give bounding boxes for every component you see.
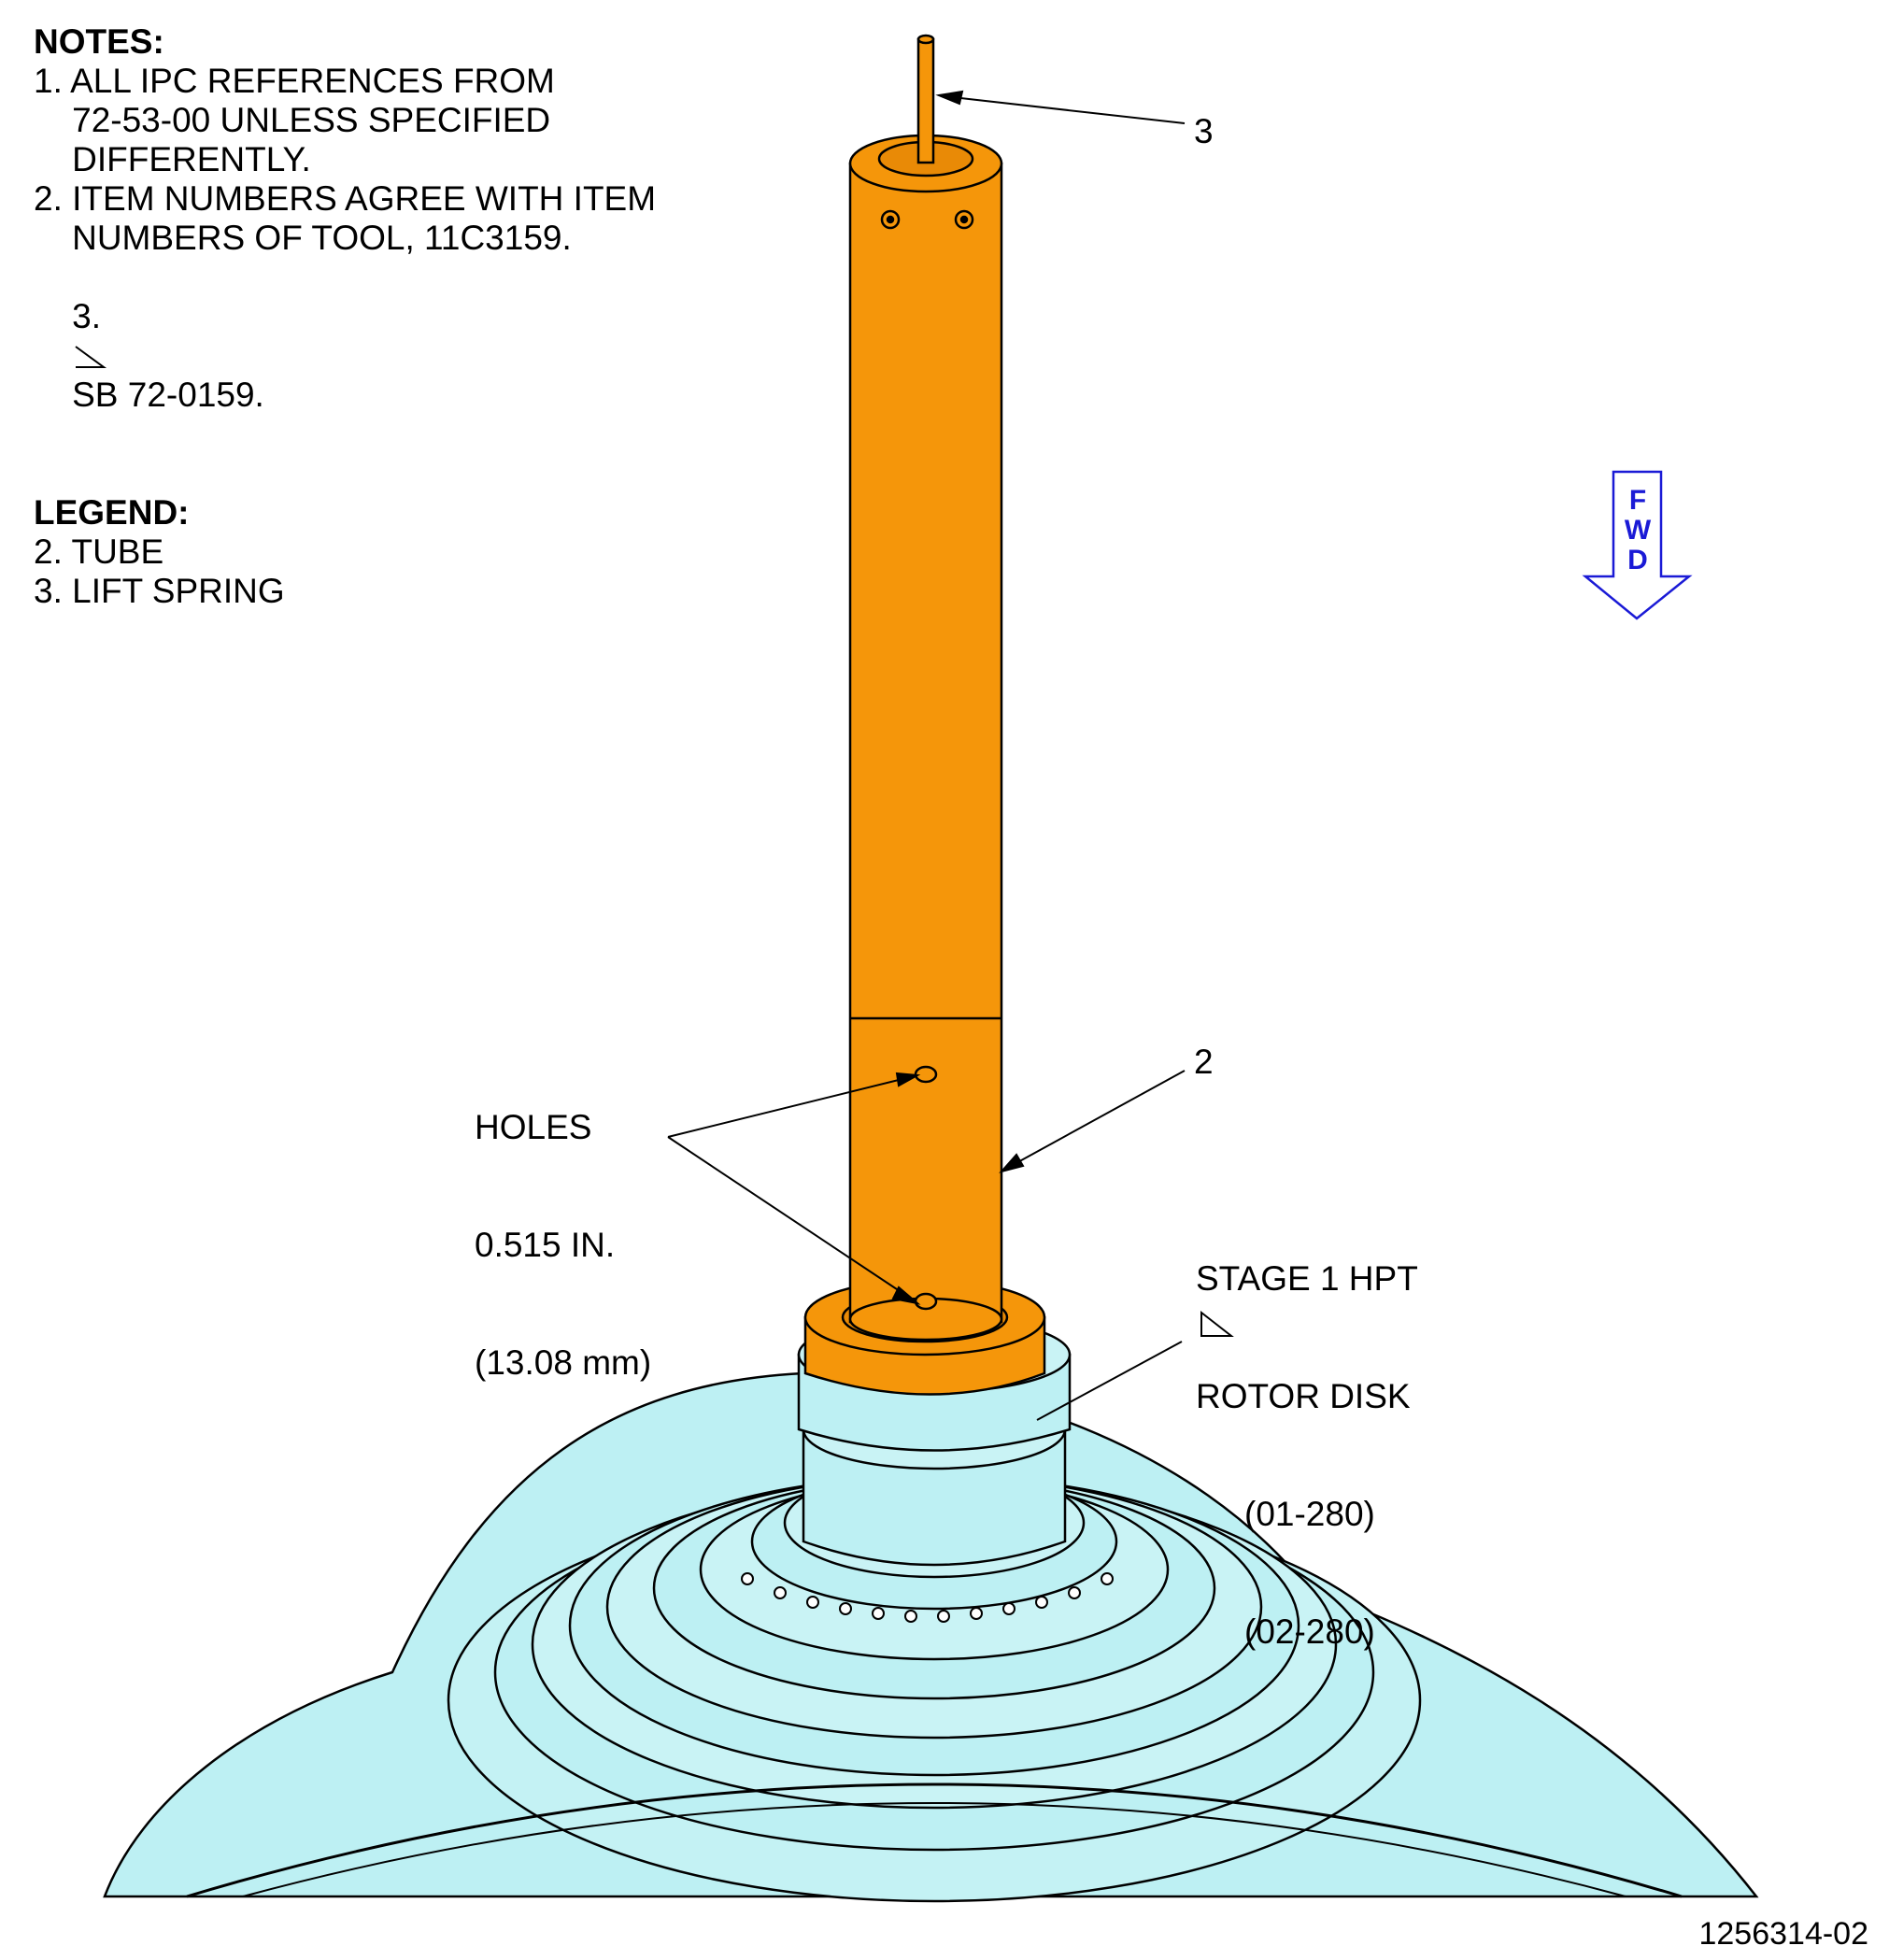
fwd-arrow-icon — [1582, 470, 1693, 620]
legend-item: 3. LIFT SPRING — [34, 572, 285, 610]
holes-label: HOLES — [475, 1108, 592, 1146]
tool-tube — [803, 134, 1046, 1396]
notes-block: NOTES: 1. ALL IPC REFERENCES FROM 72-53-… — [34, 22, 656, 611]
note-line: 72-53-00 UNLESS SPECIFIED — [34, 101, 551, 139]
disk-ref-2: (02-280) — [1244, 1612, 1375, 1651]
holes-size-in: 0.515 IN. — [475, 1226, 616, 1264]
disk-label-1: STAGE 1 HPT — [1196, 1259, 1418, 1298]
note-line-3: 3. SB 72-0159. — [34, 258, 656, 454]
note-line: NUMBERS OF TOOL, 11C3159. — [34, 219, 572, 257]
engine-assembly — [103, 1315, 1759, 1903]
revision-triangle-icon — [75, 346, 107, 368]
legend-item: 2. TUBE — [34, 533, 164, 571]
note-line: 1. ALL IPC REFERENCES FROM — [34, 62, 555, 100]
fwd-letter: D — [1627, 545, 1648, 575]
bolt-ring — [741, 1572, 1114, 1623]
callout-item-2: 2 — [1194, 1043, 1214, 1081]
disk-label-2: ROTOR DISK — [1196, 1377, 1411, 1415]
lift-spring — [916, 34, 935, 164]
note-3-text: SB 72-0159. — [72, 376, 264, 414]
fwd-letter: W — [1624, 515, 1652, 546]
callout-holes: HOLES 0.515 IN. (13.08 mm) — [475, 1030, 651, 1422]
holes-size-mm: (13.08 mm) — [475, 1343, 652, 1382]
callout-item-3: 3 — [1194, 112, 1214, 150]
callout-rotor-disk: STAGE 1 HPT ROTOR DISK (01-280) (02-280) — [1196, 1181, 1418, 1691]
note-line: 2. ITEM NUMBERS AGREE WITH ITEM — [34, 179, 657, 218]
revision-triangle-icon — [1200, 1310, 1234, 1337]
fwd-letter: F — [1628, 485, 1647, 516]
note-3-number: 3. — [72, 297, 101, 335]
figure-id: 1256314-02 — [1698, 1916, 1868, 1952]
leader-lines — [667, 90, 1186, 1421]
note-line: DIFFERENTLY. — [34, 140, 311, 178]
legend-heading: LEGEND: — [34, 493, 190, 532]
notes-heading: NOTES: — [34, 22, 164, 61]
disk-ref-1: (01-280) — [1244, 1495, 1375, 1533]
